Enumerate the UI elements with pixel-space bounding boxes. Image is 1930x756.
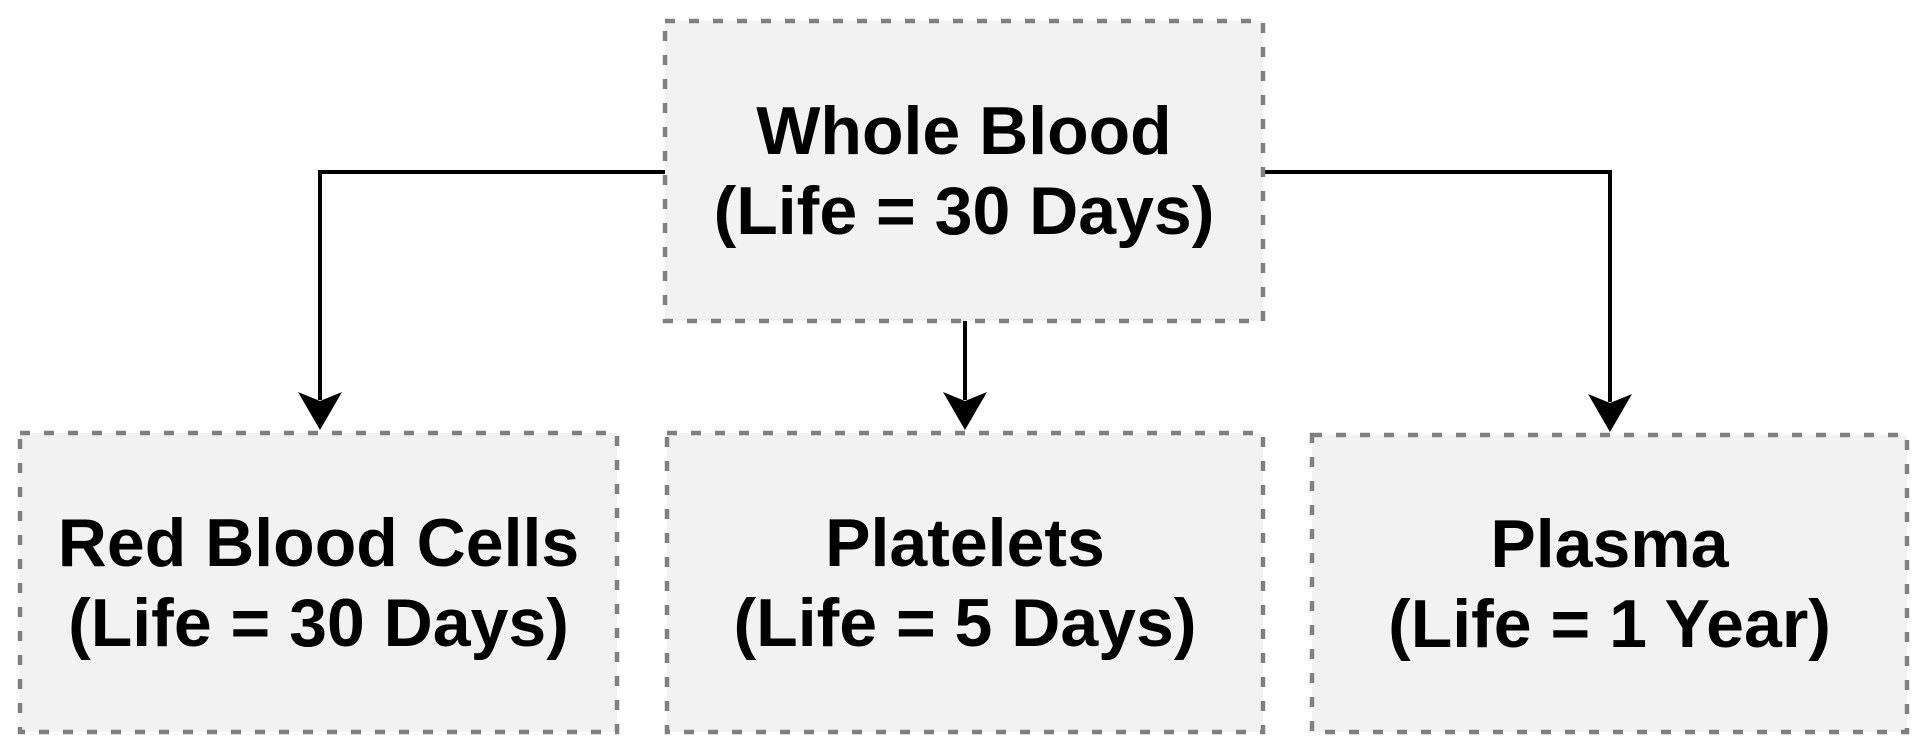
connector-whole-blood-to-red-blood-cells	[318, 170, 665, 400]
whole-blood-node-box	[662, 18, 1266, 324]
arrowhead-red-blood-cells	[298, 392, 342, 430]
platelets-node-box	[664, 430, 1266, 735]
arrowhead-plasma	[1588, 394, 1632, 432]
plasma-node-box	[1309, 432, 1910, 735]
connector-whole-blood-to-plasma	[1263, 170, 1612, 402]
arrowhead-platelets	[943, 392, 987, 430]
red-blood-cells-node-box	[17, 430, 620, 735]
